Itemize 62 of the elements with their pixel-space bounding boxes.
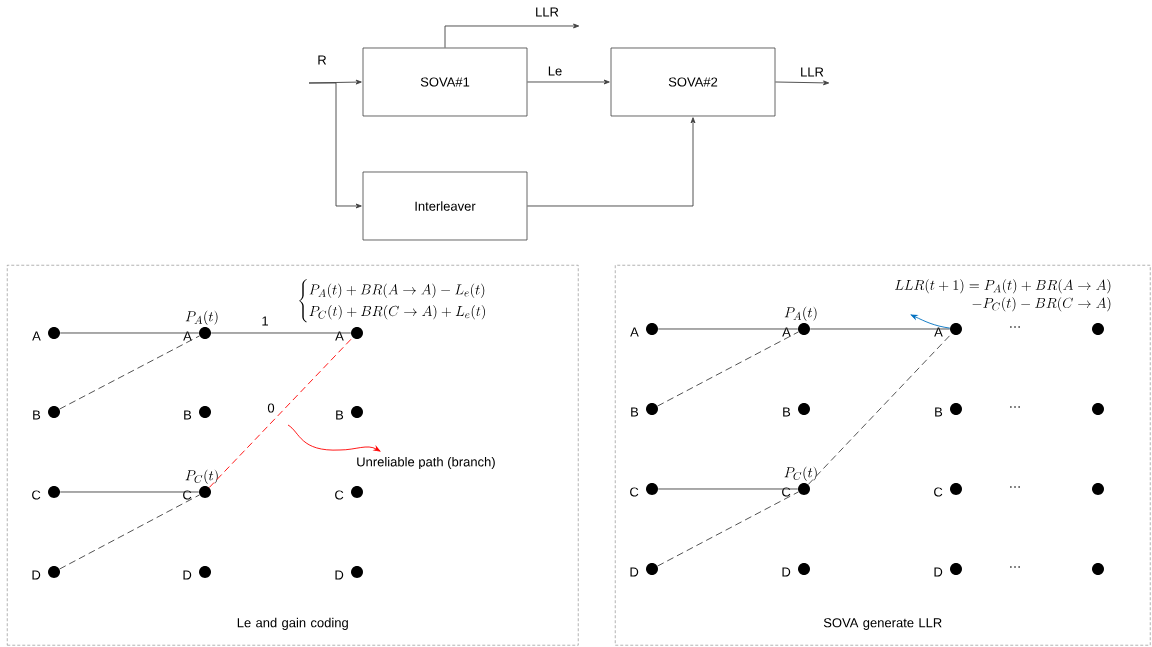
path-metric-label: $P_A(t)$ <box>185 310 218 325</box>
edge-label: LLR <box>534 6 560 18</box>
trellis-branch <box>657 491 799 567</box>
state-label: A <box>630 327 639 337</box>
trellis-branch <box>657 331 799 407</box>
annotation-text: Unreliable path (branch) <box>357 456 495 470</box>
arrow <box>526 79 610 85</box>
state-label: C <box>183 490 192 500</box>
ellipsis: … <box>1010 326 1020 328</box>
arrow <box>287 424 381 452</box>
trellis-branch <box>657 488 799 490</box>
trellis-branch <box>657 328 799 330</box>
state-label: C <box>630 487 639 497</box>
process-box: SOVA#1 <box>362 47 528 117</box>
edge-label: LLR <box>799 66 825 78</box>
trellis-branch <box>809 328 951 330</box>
state-label: B <box>631 407 639 417</box>
process-box: SOVA#2 <box>610 47 776 117</box>
formula: $\begin{cases}P_A(t)+BR(A\to A)-L_e(t)\\ P_C(t)+BR(C\to A)+L_e(t)\end{cases}$ <box>299 279 485 323</box>
state-label: D <box>32 570 41 580</box>
state-label: C <box>934 487 943 497</box>
trellis-branch <box>59 494 200 570</box>
trellis-branch <box>59 491 200 493</box>
state-label: D <box>934 567 943 577</box>
arrow <box>444 23 580 49</box>
process-box: Interleaver <box>362 171 528 241</box>
edge-label: R <box>316 54 328 66</box>
arrow <box>910 314 951 329</box>
trellis-branch <box>210 332 352 334</box>
state-label: A <box>335 331 344 341</box>
state-label: B <box>184 410 192 420</box>
path-metric-label: $P_C(t)$ <box>185 469 218 484</box>
formula: $\begin{array}{r}LLR(t+1)=P_A(t)+BR(A\to A)\\ -P_C(t)-BR(C\to A)\end{array}$ <box>894 279 1111 312</box>
ellipsis: … <box>1010 406 1020 408</box>
ellipsis: … <box>1010 566 1020 568</box>
trellis-branch <box>59 332 200 334</box>
state-label: A <box>782 327 791 337</box>
path-metric-label: $P_C(t)$ <box>784 466 817 481</box>
state-label: A <box>934 327 943 337</box>
state-label: A <box>183 331 192 341</box>
state-label: D <box>335 570 344 580</box>
state-label: B <box>935 407 943 417</box>
arrow <box>308 82 362 209</box>
state-label: C <box>335 490 344 500</box>
edge-label: 0 <box>266 402 276 414</box>
arrow <box>774 80 830 86</box>
path-metric-label: $P_A(t)$ <box>784 306 817 321</box>
edge-label: Le <box>546 65 564 77</box>
edge-label: 1 <box>260 315 270 327</box>
trellis-branch <box>59 335 200 410</box>
state-label: A <box>32 331 41 341</box>
state-label: C <box>782 487 791 497</box>
ellipsis: … <box>1010 486 1020 488</box>
trellis-branch <box>208 337 354 488</box>
state-label: B <box>336 410 344 420</box>
arrow <box>526 117 696 207</box>
state-label: D <box>782 567 791 577</box>
state-label: D <box>183 570 192 580</box>
state-label: B <box>33 410 41 420</box>
state-label: B <box>783 407 791 417</box>
state-label: C <box>32 490 41 500</box>
state-label: D <box>630 567 639 577</box>
